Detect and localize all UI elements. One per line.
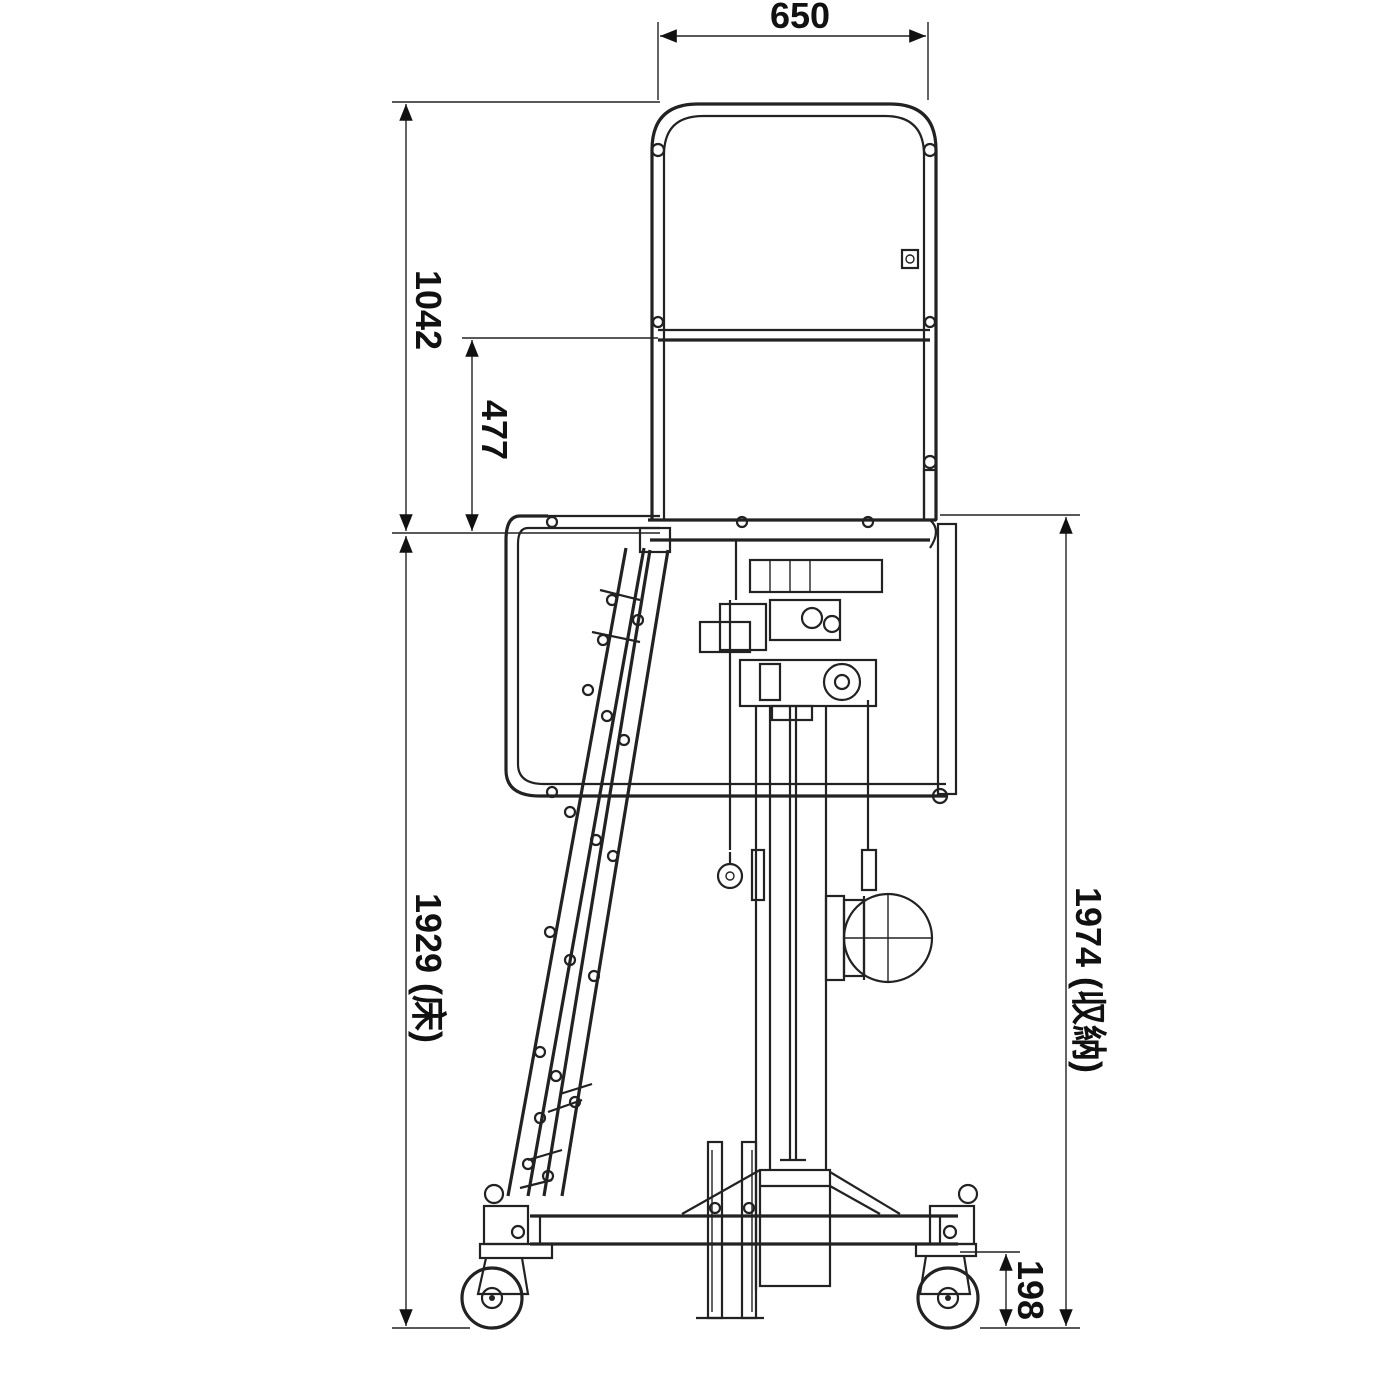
lift-mechanism bbox=[698, 540, 884, 892]
ladder bbox=[506, 547, 670, 1197]
caster-right bbox=[916, 1255, 980, 1330]
dim-top-width: 650 bbox=[770, 0, 830, 36]
dim-caster-height: 198 bbox=[1010, 1260, 1051, 1320]
dim-mid-rail: 477 bbox=[474, 400, 515, 460]
base-frame bbox=[478, 1140, 979, 1320]
mast bbox=[750, 704, 832, 1290]
dim-floor-height: 1929 (床) bbox=[408, 893, 449, 1043]
dimension-lines bbox=[392, 22, 1080, 1329]
top-guard-rail bbox=[650, 102, 938, 522]
dim-stowed-height: 1974 (収納) bbox=[1068, 887, 1109, 1073]
platform-deck bbox=[504, 514, 958, 805]
dim-guard-height: 1042 bbox=[408, 270, 449, 350]
caster-left bbox=[460, 1257, 530, 1330]
hose-reel bbox=[824, 892, 934, 984]
